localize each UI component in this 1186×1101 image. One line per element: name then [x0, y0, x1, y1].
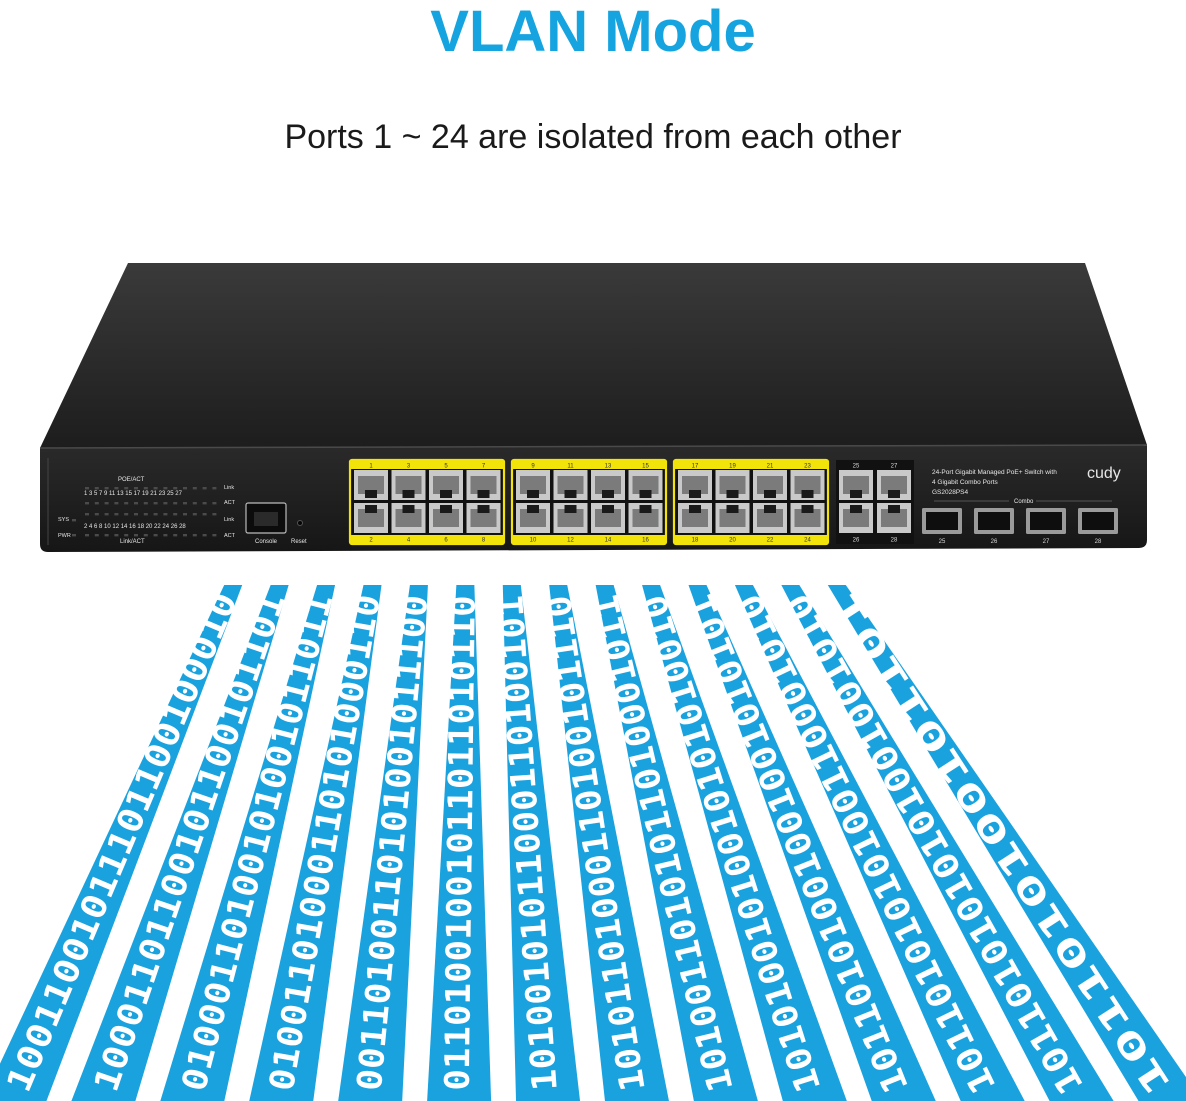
port-number-label: 4	[407, 538, 411, 544]
rj45-port-groups: 1234567891011121314151617181920212223242…	[348, 458, 914, 546]
data-stream	[427, 585, 492, 1101]
device-description-line2: 4 Gigabit Combo Ports	[932, 479, 999, 486]
data-stream	[549, 585, 669, 1101]
port-number-label: 8	[482, 538, 486, 544]
led-act-label-2: ACT	[224, 533, 236, 539]
port-number-label: 12	[567, 538, 574, 544]
poe-act-label: POE/ACT	[118, 477, 145, 483]
led-even-numbers: 2 4 6 8 10 12 14 16 18 20 22 24 26 28	[84, 524, 186, 530]
port-number-label: 14	[605, 538, 612, 544]
poe-port-group	[348, 458, 506, 546]
port-number-label: 9	[531, 464, 535, 470]
reset-button[interactable]	[297, 520, 303, 526]
port-number-label: 1	[369, 464, 373, 470]
port-number-label: 5	[444, 464, 448, 470]
sfp-port-number: 25	[939, 539, 946, 545]
stream-fade	[0, 560, 1186, 680]
page-title: VLAN Mode	[430, 0, 756, 64]
port-number-label: 26	[853, 538, 860, 544]
brand-logo: cudy	[1087, 465, 1121, 482]
port-number-label: 21	[767, 464, 774, 470]
poe-port-group	[672, 458, 830, 546]
console-label: Console	[255, 539, 278, 545]
port-number-label: 10	[530, 538, 537, 544]
data-stream	[688, 585, 936, 1101]
device-description-line1: 24-Port Gigabit Managed PoE+ Switch with	[932, 469, 1057, 476]
data-stream	[0, 585, 243, 1101]
data-stream	[781, 585, 1114, 1101]
port-number-label: 22	[767, 538, 774, 544]
port-number-label: 6	[444, 538, 448, 544]
data-stream	[734, 585, 1025, 1101]
led-odd-numbers: 1 3 5 7 9 11 13 15 17 19 21 23 25 27	[84, 491, 183, 497]
sfp-port-number: 26	[991, 539, 998, 545]
combo-label: Combo	[1014, 499, 1034, 505]
port-number-label: 24	[804, 538, 811, 544]
switch-top	[40, 263, 1147, 448]
sfp-port-number: 27	[1043, 539, 1050, 545]
data-stream	[338, 585, 428, 1101]
led-act-label-1: ACT	[224, 500, 236, 506]
data-stream	[160, 585, 336, 1101]
data-stream	[827, 585, 1186, 1101]
data-stream	[595, 585, 758, 1101]
page-subtitle: Ports 1 ~ 24 are isolated from each othe…	[284, 118, 902, 156]
port-number-label: 11	[567, 464, 574, 470]
led-link-label-2: Link	[224, 517, 234, 523]
port-number-label: 15	[642, 464, 649, 470]
port-number-label: 13	[605, 464, 612, 470]
link-act-label: Link/ACT	[120, 539, 145, 545]
sfp-ports: 25 26 27 28	[922, 508, 1118, 545]
port-number-label: 18	[692, 538, 699, 544]
port-number-label: 16	[642, 538, 649, 544]
reset-label: Reset	[291, 539, 307, 545]
poe-port-group	[510, 458, 668, 546]
data-stream	[249, 585, 382, 1101]
device-model: GS2028PS4	[932, 489, 969, 496]
sfp-port-number: 28	[1095, 539, 1102, 545]
port-number-label: 19	[729, 464, 736, 470]
data-stream	[71, 585, 289, 1101]
port-number-label: 3	[407, 464, 411, 470]
port-number-label: 20	[729, 538, 736, 544]
port-number-label: 27	[891, 464, 898, 470]
port-number-label: 7	[482, 464, 486, 470]
port-number-label: 2	[369, 538, 373, 544]
led-link-label-1: Link	[224, 485, 234, 491]
port-number-label: 28	[891, 538, 898, 544]
port-number-label: 25	[853, 464, 860, 470]
led-sys-label: SYS	[58, 517, 69, 523]
data-stream	[502, 585, 581, 1101]
port-number-label: 23	[804, 464, 811, 470]
led-pwr-label: PWR	[58, 533, 71, 539]
port-number-label: 17	[692, 464, 699, 470]
led-panel: POE/ACT 1 3 5 7 9 11 13 15 17 19 21 23 2…	[47, 458, 236, 545]
data-stream	[642, 585, 847, 1101]
